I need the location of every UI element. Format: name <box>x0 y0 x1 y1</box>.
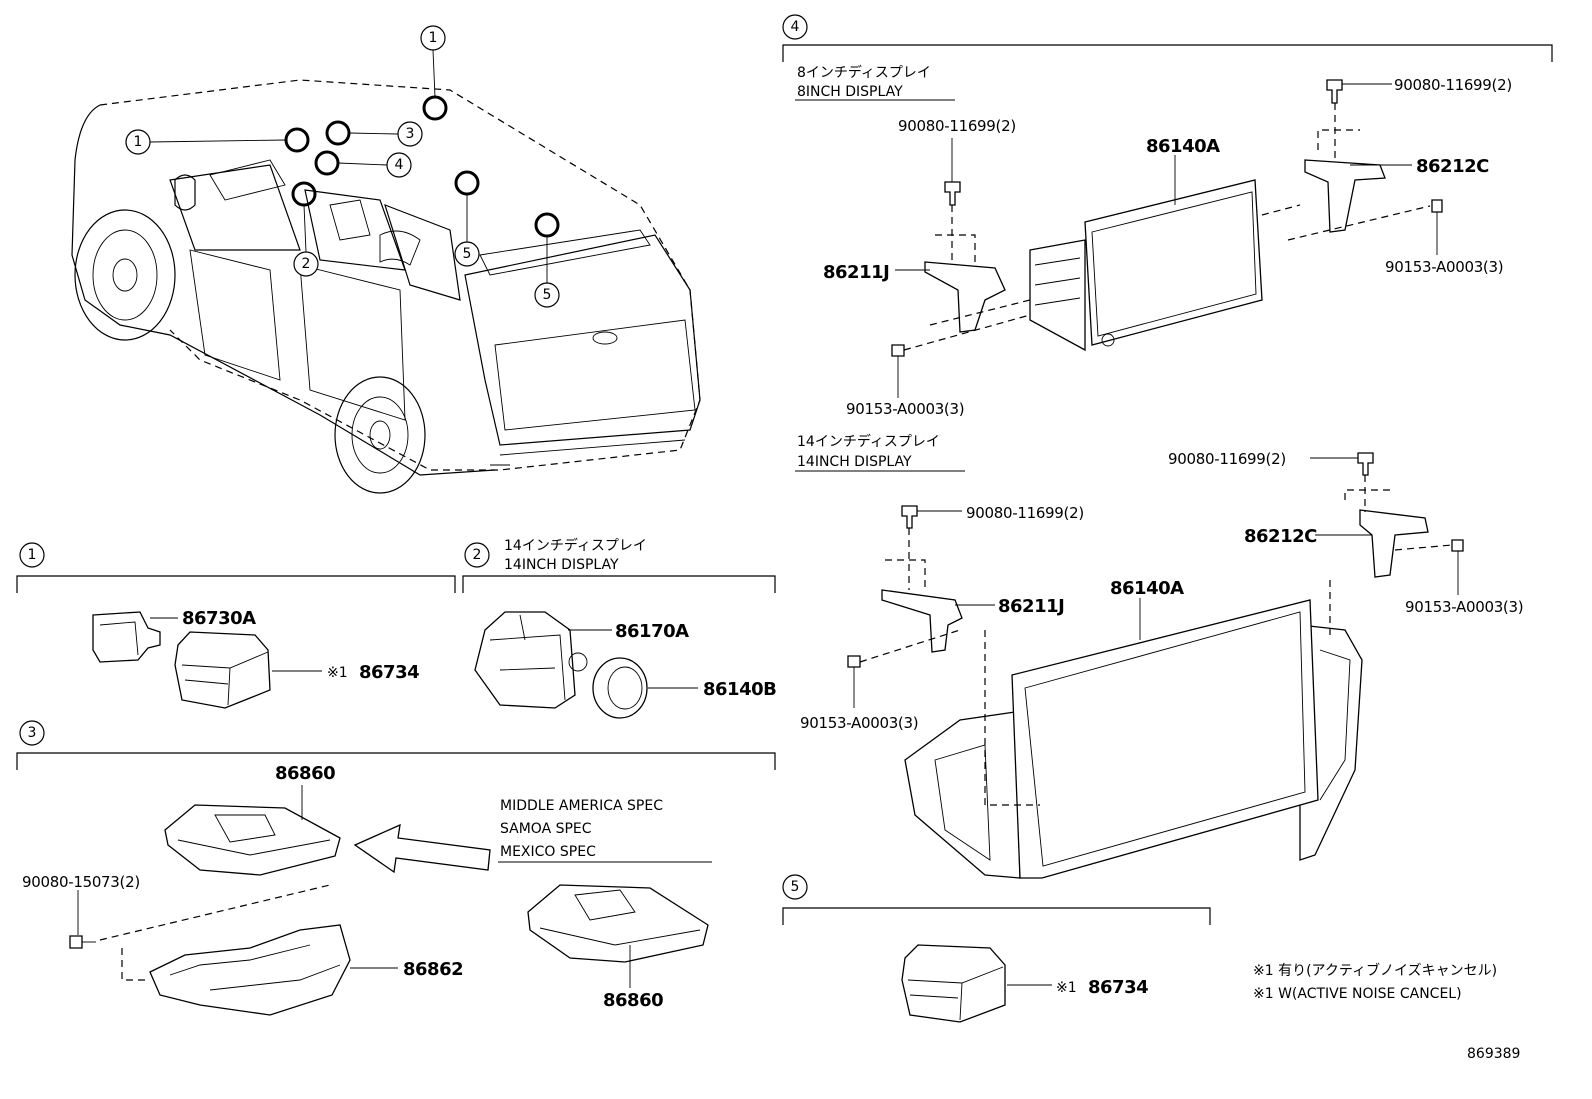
part-screw-side-right-8inch: 90153-A0003(3) <box>1385 258 1503 276</box>
screw-icon <box>891 344 905 357</box>
note-mark-section1: ※1 <box>327 665 348 681</box>
section-1: 1 86730A ※1 86734 <box>16 542 456 709</box>
note-mark-section5: ※1 <box>1056 980 1077 996</box>
marker-ring <box>454 170 480 196</box>
screw-icon <box>944 181 961 206</box>
marker-ring <box>314 150 340 176</box>
part-screw-top-right-14inch: 90080-11699(2) <box>1168 450 1286 468</box>
section-5-number: 5 <box>791 879 800 895</box>
note-line-2: ※1 W(ACTIVE NOISE CANCEL) <box>1253 986 1462 1002</box>
part-screw-90080-15073: 90080-15073(2) <box>22 873 140 891</box>
part-86730a: 86730A <box>182 608 256 629</box>
display8-title-en: 8INCH DISPLAY <box>797 84 903 100</box>
callout-2: 2 <box>302 256 311 272</box>
bracket-right-8inch <box>1304 159 1386 233</box>
section-4: 4 8インチディスプレイ 8INCH DISPLAY <box>782 14 1553 879</box>
ecu-part-icon <box>164 804 341 876</box>
part-screw-left-14inch: 90153-A0003(3) <box>800 714 918 732</box>
amplifier-part-icon <box>174 631 271 709</box>
section-2-title-jp: 14インチディスプレイ <box>504 537 647 554</box>
part-86734-section5: 86734 <box>1088 977 1148 998</box>
illustration-number: 869389 <box>1467 1046 1520 1062</box>
vehicle-illustration <box>71 79 701 494</box>
display-14inch-unit <box>904 599 1363 879</box>
display-8inch-unit <box>1029 179 1263 352</box>
part-86862: 86862 <box>403 959 463 980</box>
marker-ring <box>325 120 351 146</box>
screw-icon <box>1326 79 1343 104</box>
display14-title-en: 14INCH DISPLAY <box>797 454 912 470</box>
bracket-left-8inch <box>924 261 1006 333</box>
callout-1-left: 1 <box>134 134 143 150</box>
vehicle-callouts: 1 1 3 4 2 5 5 <box>125 25 560 308</box>
bracket-left-14inch <box>881 589 963 653</box>
callout-5-b: 5 <box>543 287 552 303</box>
screw-icon <box>901 505 918 529</box>
note-line-1: ※1 有り(アクティブノイズキャンセル) <box>1253 962 1497 979</box>
section-3: 3 86860 MIDDLE AMERICA SPEC SAMOA SPEC M… <box>16 720 776 1016</box>
spec-line-1: MIDDLE AMERICA SPEC <box>500 798 663 814</box>
arrow-icon <box>353 823 491 874</box>
marker-ring <box>291 181 317 207</box>
part-86860-spec: 86860 <box>603 990 663 1011</box>
section-5: 5 ※1 86734 <box>782 874 1211 1023</box>
callout-1-top: 1 <box>429 30 438 46</box>
amplifier-part-icon <box>901 944 1006 1023</box>
part-bracket-right-8inch: 86212C <box>1416 156 1489 177</box>
marker-ring <box>422 95 448 121</box>
screw-icon <box>1431 199 1443 213</box>
callout-5-a: 5 <box>463 246 472 262</box>
part-screw-side-right-14inch: 90153-A0003(3) <box>1405 598 1523 616</box>
spec-line-3: MEXICO SPEC <box>500 844 596 860</box>
section-2-title-en: 14INCH DISPLAY <box>504 557 619 573</box>
part-bracket-left-8inch: 86211J <box>823 262 889 283</box>
part-screw-top-right-8inch: 90080-11699(2) <box>1394 76 1512 94</box>
screw-icon <box>69 935 83 949</box>
callout-4: 4 <box>395 157 404 173</box>
control-unit-part-icon <box>474 611 576 709</box>
part-86860-top: 86860 <box>275 763 335 784</box>
part-86140b: 86140B <box>703 679 776 700</box>
screw-icon <box>847 655 861 668</box>
part-screw-top-left-14inch: 90080-11699(2) <box>966 504 1084 522</box>
section-1-number: 1 <box>28 547 37 563</box>
knob-part-icon <box>592 657 648 719</box>
callout-3: 3 <box>406 126 415 142</box>
section-2-number: 2 <box>473 547 482 563</box>
part-86734-section1: 86734 <box>359 662 419 683</box>
bracket-86862-icon <box>149 924 351 1016</box>
section-2: 2 14インチディスプレイ 14INCH DISPLAY 86170A 8614… <box>462 537 777 719</box>
section-3-number: 3 <box>28 725 37 741</box>
screw-icon <box>1357 452 1374 476</box>
part-display-14inch: 86140A <box>1110 578 1184 599</box>
display8-title-jp: 8インチディスプレイ <box>797 64 931 81</box>
part-screw-top-left-8inch: 90080-11699(2) <box>898 117 1016 135</box>
part-bracket-left-14inch: 86211J <box>998 596 1064 617</box>
ecu-spec-part-icon <box>527 884 709 963</box>
spec-line-2: SAMOA SPEC <box>500 821 592 837</box>
part-screw-bottom-left-8inch: 90153-A0003(3) <box>846 400 964 418</box>
marker-ring <box>284 127 310 153</box>
part-bracket-right-14inch: 86212C <box>1244 526 1317 547</box>
section-4-number: 4 <box>791 19 800 35</box>
part-display-8inch: 86140A <box>1146 136 1220 157</box>
bracket-right-14inch <box>1359 509 1429 578</box>
screw-icon <box>1451 539 1464 552</box>
sensor-part-icon <box>92 611 161 663</box>
location-markers <box>284 95 560 238</box>
display14-title-jp: 14インチディスプレイ <box>797 433 940 450</box>
marker-ring <box>534 212 560 238</box>
part-86170a: 86170A <box>615 621 689 642</box>
